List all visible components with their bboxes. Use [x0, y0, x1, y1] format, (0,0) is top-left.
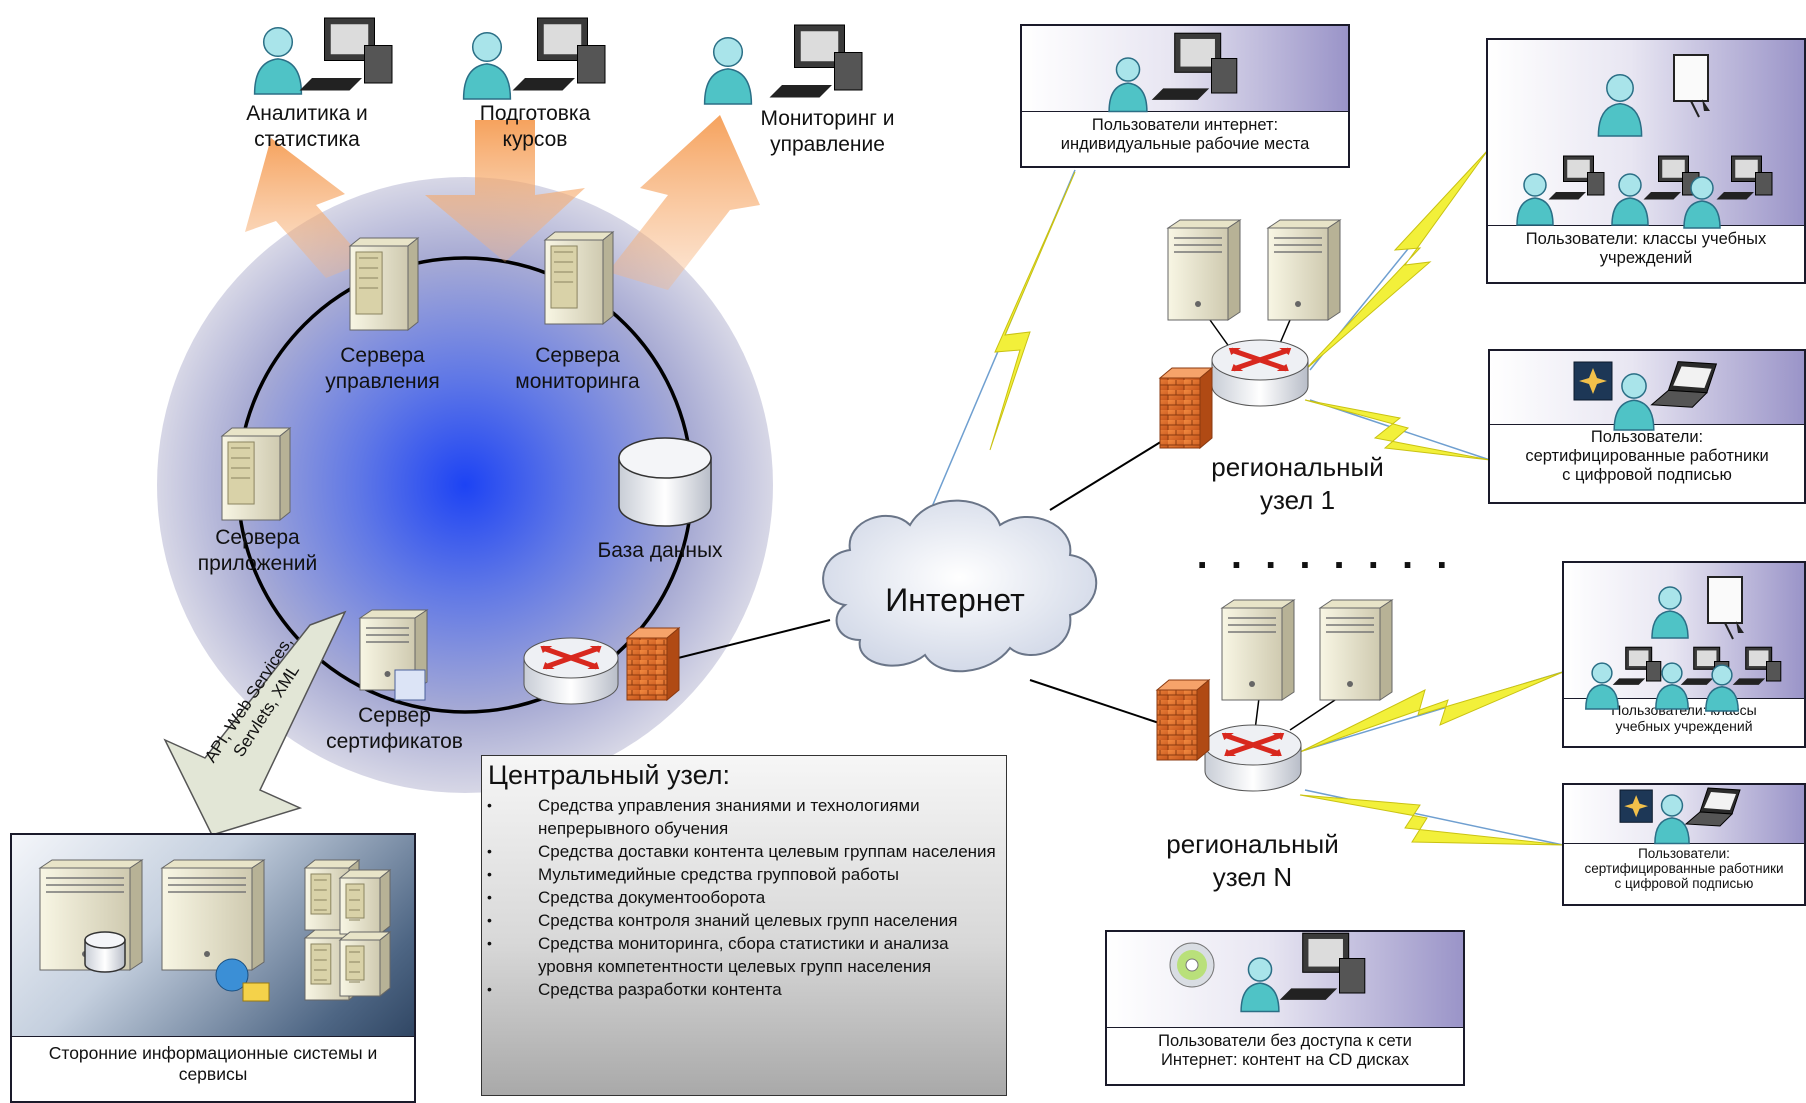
label-cert-server: Сервер сертификатов: [326, 704, 463, 754]
ellipsis-dots: . . . . . . . .: [1196, 533, 1454, 577]
lightning-classes-1: [1304, 149, 1489, 371]
label-analytics: Аналитика и статистика: [246, 102, 368, 152]
central-node-feature-list: Средства управления знаниями и технологи…: [482, 794, 1002, 1001]
feature-item: Средства разработки контента: [482, 978, 1002, 1001]
arrow-monitoring: [608, 115, 760, 290]
link-internet-regionalN: [1029, 679, 1181, 731]
panel-offline-users-caption: Пользователи без доступа к сети Интернет…: [1107, 1027, 1463, 1084]
label-mgmt-servers: Сервера управления: [325, 344, 440, 394]
feature-item: Средства контроля знаний целевых групп н…: [482, 909, 1002, 932]
link-internet-regional1: [1049, 429, 1181, 511]
api-arrow: [163, 610, 347, 836]
link-r1-srv2: [1274, 319, 1291, 356]
panel-third-party: Сторонние информационные системы и серви…: [10, 833, 416, 1103]
panel-certified-1: Пользователи: сертифицированные работник…: [1488, 349, 1806, 504]
label-regional-n: региональный узел N: [1166, 829, 1339, 892]
link-r1-srv1: [1209, 319, 1236, 356]
feature-item: Средства документооборота: [482, 886, 1002, 909]
label-app-servers: Сервера приложений: [197, 526, 318, 576]
panel-third-party-caption: Сторонние информационные системы и серви…: [12, 1036, 414, 1101]
link-central-internet: [649, 619, 831, 666]
panel-offline-users: Пользователи без доступа к сети Интернет…: [1105, 930, 1465, 1086]
label-courses: Подготовка курсов: [479, 102, 591, 152]
panel-classes-n: Пользователи: классы учебных учреждений: [1562, 561, 1806, 748]
label-mon-servers: Сервера мониторинга: [515, 344, 640, 394]
central-node-title: Центральный узел:: [488, 760, 730, 790]
lightning-internet-users: [989, 171, 1076, 451]
panel-internet-users: Пользователи интернет: индивидуальные ра…: [1020, 24, 1350, 168]
label-regional-1: региональный узел 1: [1211, 452, 1384, 515]
panel-classes-n-caption: Пользователи: классы учебных учреждений: [1564, 698, 1804, 746]
panel-classes-1-caption: Пользователи: классы учебных учреждений: [1488, 225, 1804, 282]
label-database: База данных: [597, 539, 723, 562]
feature-item: Средства мониторинга, сбора статистики и…: [482, 932, 1002, 978]
label-monitoring: Мониторинг и управление: [760, 107, 895, 157]
feature-item: Мультимедийные средства групповой работы: [482, 863, 1002, 886]
feature-item: Средства доставки контента целевым групп…: [482, 840, 1002, 863]
link-rN-srv1: [1254, 689, 1261, 731]
panel-certified-n-caption: Пользователи: сертифицированные работник…: [1564, 843, 1804, 904]
label-internet: Интернет: [885, 582, 1025, 618]
link-rN-srv2: [1289, 689, 1351, 731]
internet-cloud: [822, 499, 1098, 673]
panel-classes-1: Пользователи: классы учебных учреждений: [1486, 38, 1806, 284]
arrow-analytics: [245, 138, 366, 278]
feature-item: Средства управления знаниями и технологи…: [482, 794, 1002, 840]
panel-internet-users-caption: Пользователи интернет: индивидуальные ра…: [1022, 111, 1348, 166]
panel-certified-1-caption: Пользователи: сертифицированные работник…: [1490, 424, 1804, 502]
panel-certified-n: Пользователи: сертифицированные работник…: [1562, 783, 1806, 906]
arrow-courses: [425, 120, 585, 262]
central-node-description: Центральный узел: Средства управления зн…: [481, 755, 1007, 1096]
